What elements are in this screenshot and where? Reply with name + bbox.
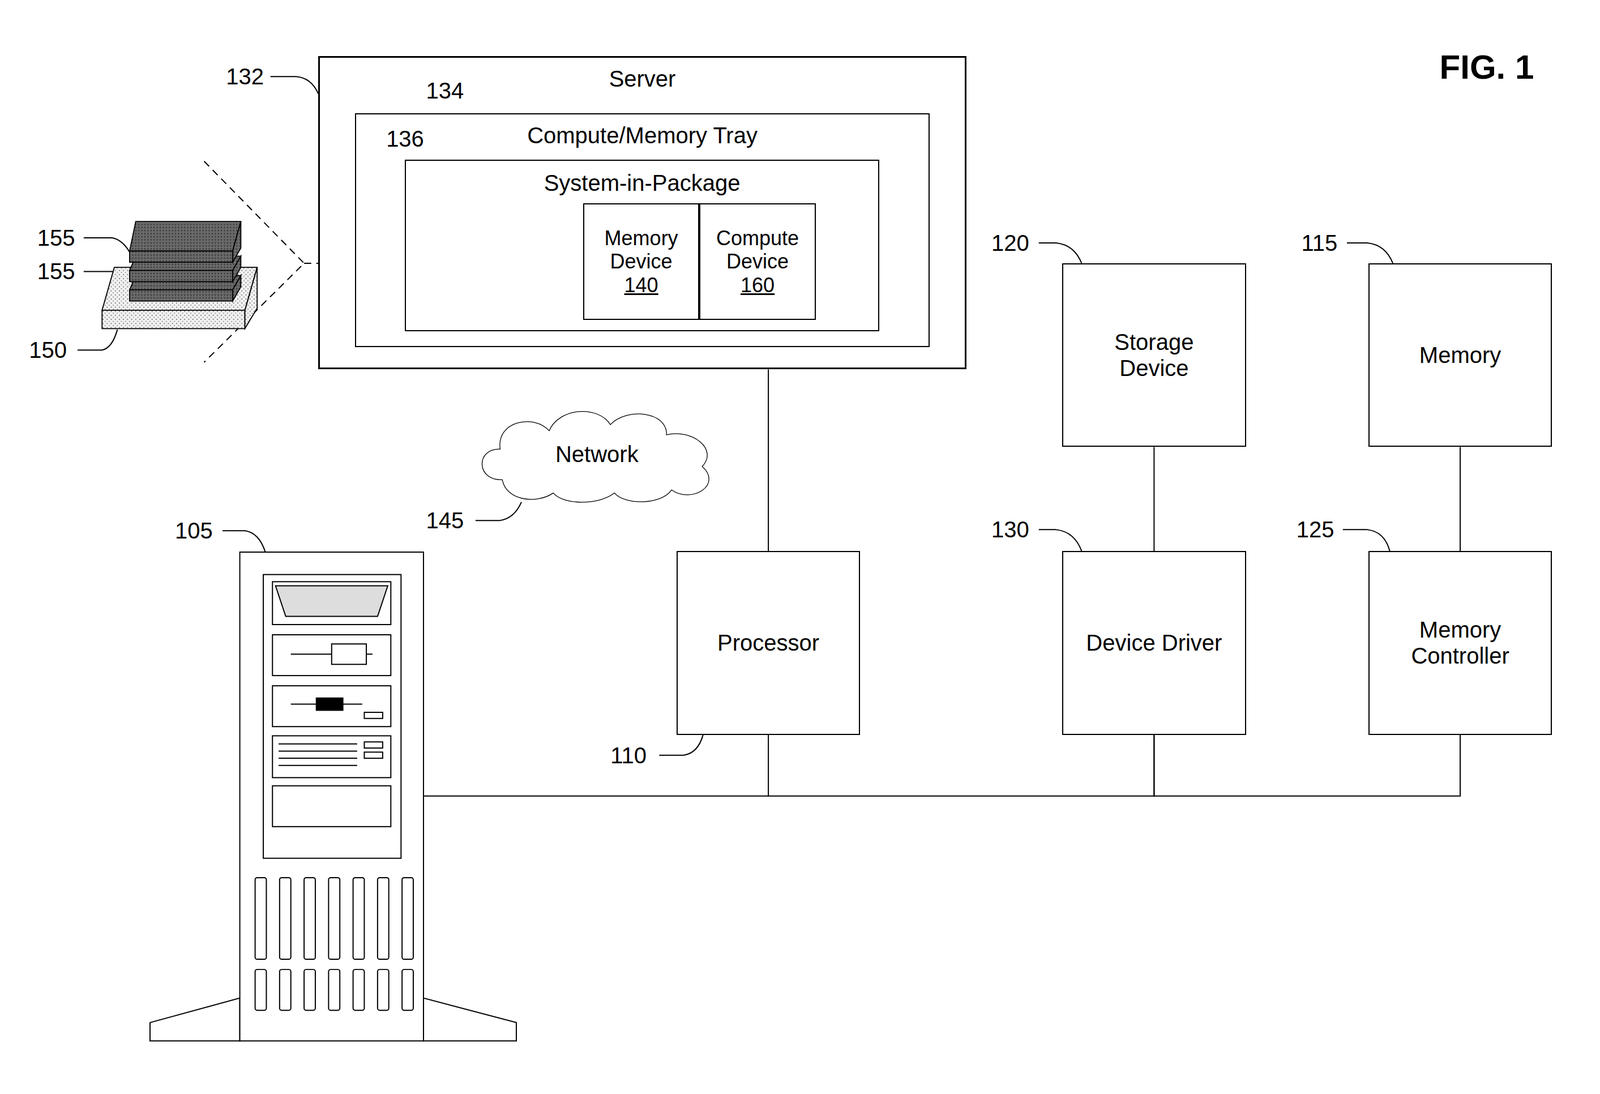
connector-line (1153, 446, 1155, 551)
text-holder: Memory Device140 (584, 204, 699, 319)
memory-box: Memory (1368, 263, 1552, 447)
callout-number: 134 (425, 77, 464, 104)
connector-line (1459, 446, 1461, 551)
tray-box: Compute/Memory TraySystem-in-PackageMemo… (354, 113, 930, 348)
box-heading: System-in-Package (405, 169, 879, 196)
server-box: ServerCompute/Memory TraySystem-in-Packa… (318, 56, 966, 370)
box-label: Memory (1419, 341, 1501, 369)
callout-number: 130 (991, 516, 1030, 543)
vent-slot (304, 877, 316, 960)
box-heading: Compute/Memory Tray (356, 122, 929, 149)
network-cloud: Network (471, 403, 723, 506)
callout-number: 155 (37, 224, 76, 251)
callout-number: 125 (1296, 516, 1335, 543)
box-label: Memory Device (588, 226, 694, 274)
callout-number: 120 (991, 229, 1030, 256)
vent-slot (377, 877, 389, 960)
vent-slot (401, 877, 414, 960)
figure-label: FIG. 1 (1439, 48, 1535, 87)
text-holder: Processor (677, 552, 859, 734)
memory-device-box: Memory Device140 (583, 203, 700, 320)
box-label: Memory Controller (1392, 616, 1529, 669)
callout-number: 150 (28, 336, 67, 363)
vent-slot (353, 877, 365, 960)
vent-slot (401, 969, 414, 1011)
box-label: Device Driver (1085, 629, 1222, 656)
reference-number: 140 (624, 273, 659, 297)
connector-line (768, 734, 1154, 797)
text-holder: Memory (1369, 264, 1551, 446)
callout-number: 105 (174, 517, 213, 544)
callout-number: 155 (37, 258, 76, 285)
text-holder: Memory Controller (1369, 552, 1551, 734)
callout-number: 110 (610, 742, 647, 769)
controller-box: Memory Controller (1368, 550, 1552, 735)
callout-number: 136 (386, 125, 425, 152)
compute-device-box: Compute Device160 (699, 203, 816, 320)
box-label: Network (555, 441, 639, 468)
connector-line (767, 369, 769, 551)
callout-number: 132 (225, 63, 264, 90)
vent-slot (255, 969, 267, 1011)
leader-lines (77, 76, 1393, 755)
text-holder: Network (471, 403, 723, 506)
box-label: Processor (717, 629, 820, 656)
text-holder: Device Driver (1063, 552, 1245, 734)
processor-box: Processor (676, 550, 861, 735)
vent-slot (279, 969, 292, 1011)
reference-number: 160 (740, 273, 775, 297)
cloud-shape (481, 411, 709, 503)
text-holder: Storage Device (1063, 264, 1245, 446)
bus-line (423, 795, 769, 797)
storage-box: Storage Device (1062, 263, 1246, 447)
chip-package (101, 221, 258, 329)
box-heading: Server (319, 65, 965, 92)
vent-slot (255, 877, 267, 960)
driver-box: Device Driver (1062, 550, 1246, 735)
vent-slot (304, 969, 316, 1011)
vent-slot (279, 877, 292, 960)
vent-slot (328, 969, 340, 1011)
vent-slot (328, 877, 340, 960)
box-label: Storage Device (1091, 328, 1217, 382)
callout-number: 145 (425, 507, 464, 534)
package-box: System-in-PackageMemory Device140Compute… (404, 159, 880, 332)
vent-slot (353, 969, 365, 1011)
connector-line (1153, 734, 1461, 797)
callout-number: 115 (1301, 229, 1338, 256)
box-label: Compute Device (704, 226, 810, 274)
vent-slot (377, 969, 389, 1011)
text-holder: Compute Device160 (700, 204, 815, 319)
